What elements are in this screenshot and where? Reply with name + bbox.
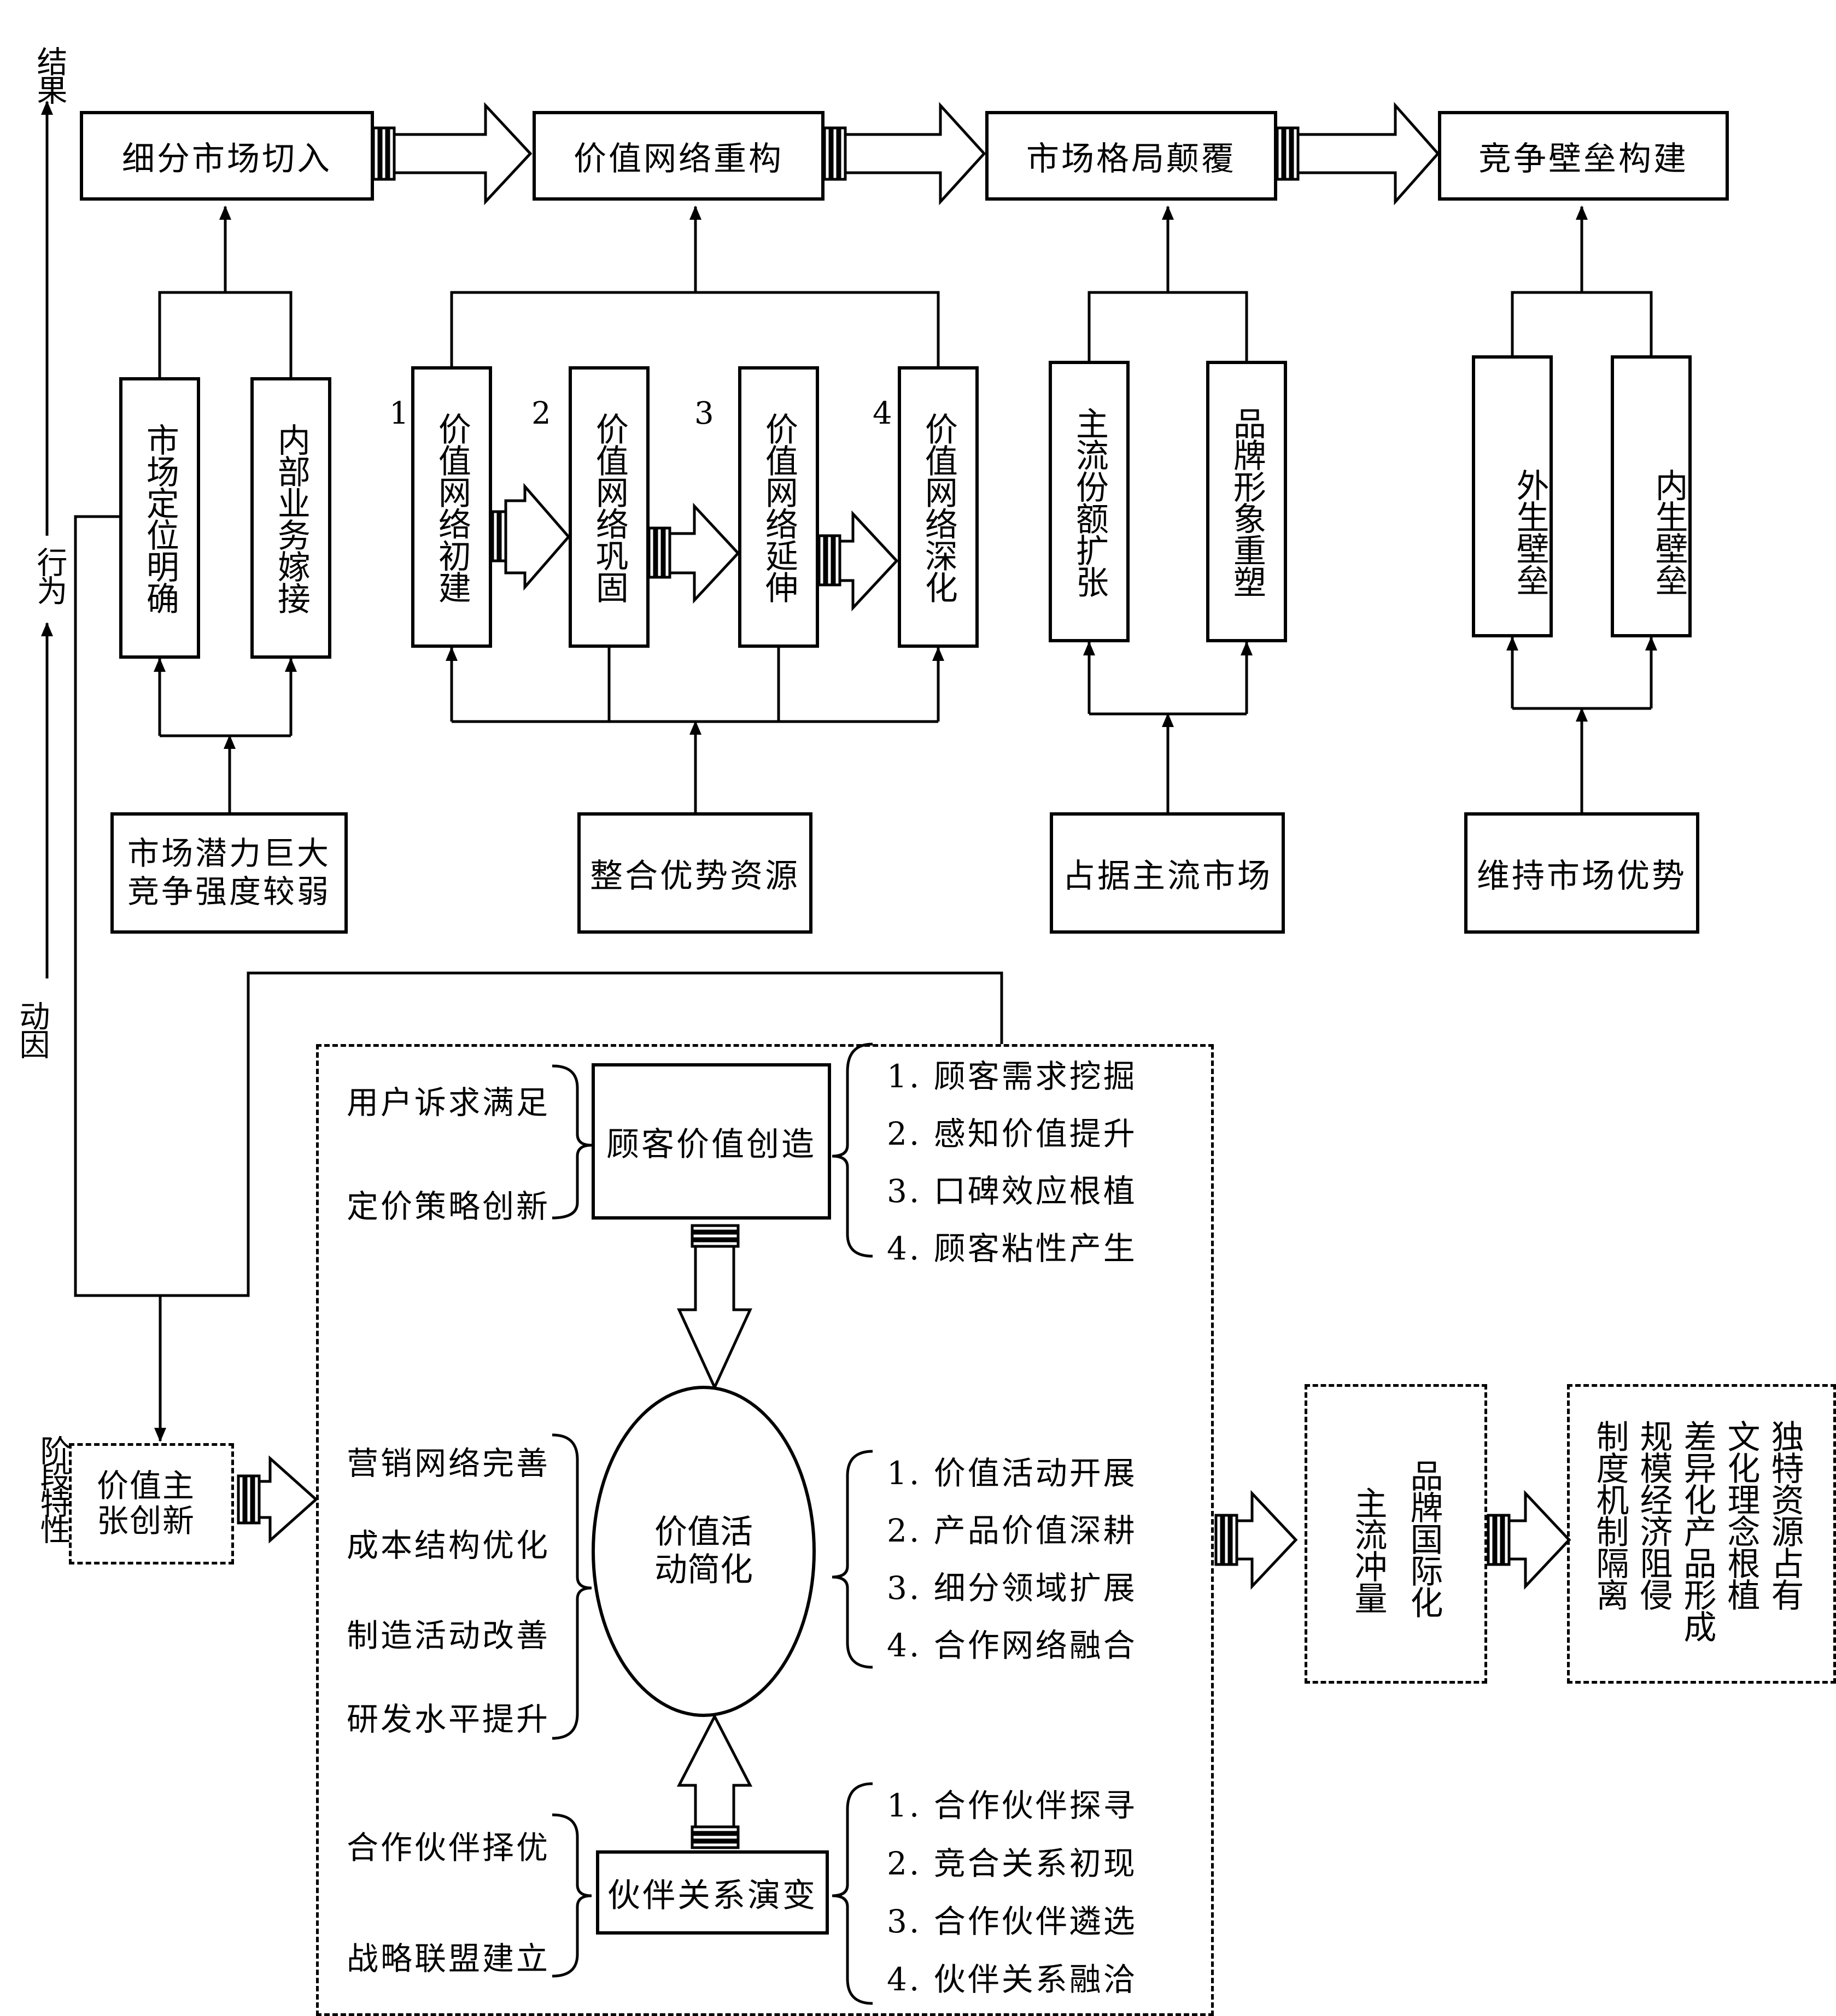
stage4-col-3: 差异化产品形成 bbox=[1678, 1420, 1716, 1642]
behavior-market-positioning: 市场定位明确 bbox=[119, 377, 200, 659]
stage4-col-4: 规模经济阻侵 bbox=[1634, 1420, 1673, 1610]
partner-left-item-2: 战略联盟建立 bbox=[347, 1940, 551, 1977]
stage-result-network-rebuild: 价值网络重构 bbox=[533, 111, 825, 201]
stage4-col-2: 文化理念根植 bbox=[1722, 1420, 1760, 1610]
activity-right-item-1: 1. 价值活动开展 bbox=[887, 1455, 1137, 1492]
step-number-3: 3 bbox=[694, 396, 714, 431]
step-number-1: 1 bbox=[389, 396, 409, 431]
block-arrow-2 bbox=[823, 102, 986, 206]
behavior-network-initial: 价值网络初建 bbox=[411, 366, 492, 648]
stage-result-market-disruption: 市场格局颠覆 bbox=[985, 111, 1277, 201]
axis-behavior-label: 行为 bbox=[32, 547, 67, 603]
driver-integrate-resources: 整合优势资源 bbox=[577, 812, 812, 934]
block-arrow-stage-3 bbox=[1487, 1490, 1571, 1590]
brace-partner-left bbox=[552, 1813, 592, 1978]
partner-right-item-3: 3. 合作伙伴遴选 bbox=[887, 1903, 1137, 1940]
stage3-col-1: 品牌国际化 bbox=[1405, 1459, 1443, 1618]
block-arrow-stage-1 bbox=[237, 1455, 318, 1544]
customer-left-item-2: 定价策略创新 bbox=[347, 1188, 551, 1225]
customer-right-item-2: 2. 感知价值提升 bbox=[887, 1115, 1137, 1152]
partner-right-item-1: 1. 合作伙伴探寻 bbox=[887, 1787, 1137, 1824]
block-arrow-3 bbox=[1276, 102, 1440, 206]
behavior-network-deepen: 价值网络深化 bbox=[898, 366, 979, 648]
stage-value-proposition-innovation: 价值主张创新 bbox=[69, 1443, 234, 1564]
brace-activity-right bbox=[832, 1450, 873, 1669]
activity-right-item-2: 2. 产品价值深耕 bbox=[887, 1512, 1137, 1549]
activity-right-item-4: 4. 合作网络融合 bbox=[887, 1627, 1137, 1664]
value-activity-line1: 价值活 bbox=[654, 1513, 753, 1551]
behavior-internal-barrier: 内生壁垒 bbox=[1611, 355, 1692, 637]
brace-partner-right bbox=[832, 1782, 873, 2005]
behavior-share-expansion: 主流份额扩张 bbox=[1049, 361, 1130, 642]
stage-brand-internationalization: 品牌国际化 主流冲量 bbox=[1305, 1384, 1487, 1684]
stage-value-proposition-text: 价值主张创新 bbox=[97, 1467, 196, 1539]
behavior-network-extend: 价值网络延伸 bbox=[738, 366, 819, 648]
activity-left-item-2: 成本结构优化 bbox=[347, 1527, 551, 1564]
driver-market-potential-line1: 市场潜力巨大 bbox=[127, 835, 331, 872]
brace-activity-left bbox=[552, 1433, 592, 1740]
partner-left-item-1: 合作伙伴择优 bbox=[347, 1829, 551, 1866]
driver-maintain-advantage: 维持市场优势 bbox=[1464, 812, 1699, 934]
axis-result-label: 结果 bbox=[32, 46, 67, 103]
behavior-network-consolidate: 价值网络巩固 bbox=[569, 366, 650, 648]
behavior-external-barrier: 外生壁垒 bbox=[1472, 355, 1553, 637]
partner-right-item-4: 4. 伙伴关系融洽 bbox=[887, 1961, 1137, 1998]
activity-left-item-3: 制造活动改善 bbox=[347, 1617, 551, 1654]
partner-right-item-2: 2. 竞合关系初现 bbox=[887, 1845, 1137, 1882]
customer-left-item-1: 用户诉求满足 bbox=[347, 1084, 551, 1121]
axis-driver-label: 动因 bbox=[14, 1000, 50, 1057]
block-arrow-net-1 bbox=[483, 483, 571, 591]
activity-right-item-3: 3. 细分领域扩展 bbox=[887, 1569, 1137, 1607]
behavior-brand-reshape: 品牌形象重塑 bbox=[1206, 361, 1287, 642]
step-number-2: 2 bbox=[531, 396, 551, 431]
value-activity-line2: 动简化 bbox=[654, 1551, 753, 1589]
core-mechanism-frame bbox=[316, 1044, 1214, 2016]
step-number-4: 4 bbox=[873, 396, 892, 431]
driver-mainstream-market: 占据主流市场 bbox=[1050, 812, 1285, 934]
customer-right-item-4: 4. 顾客粘性产生 bbox=[887, 1230, 1137, 1267]
stage-result-barrier-building: 竞争壁垒构建 bbox=[1438, 111, 1729, 201]
block-arrow-1 bbox=[372, 102, 533, 206]
stage4-col-5: 制度机制隔离 bbox=[1591, 1420, 1629, 1610]
stage-barrier-characteristics: 独特资源占有 文化理念根植 差异化产品形成 规模经济阻侵 制度机制隔离 bbox=[1567, 1384, 1836, 1684]
block-arrow-up bbox=[676, 1713, 753, 1849]
customer-value-creation-box: 顾客价值创造 bbox=[592, 1063, 831, 1220]
activity-left-item-4: 研发水平提升 bbox=[347, 1701, 551, 1738]
brace-customer-right bbox=[832, 1042, 873, 1258]
stage-result-segment-entry: 细分市场切入 bbox=[80, 111, 374, 201]
stage4-col-1: 独特资源占有 bbox=[1765, 1420, 1804, 1610]
customer-right-item-3: 3. 口碑效应根植 bbox=[887, 1173, 1137, 1210]
block-arrow-net-2 bbox=[647, 502, 740, 604]
partner-relationship-box: 伙伴关系演变 bbox=[596, 1850, 829, 1935]
value-activity-simplify-oval: 价值活 动简化 bbox=[592, 1386, 816, 1717]
customer-right-item-1: 1. 顾客需求挖掘 bbox=[887, 1058, 1137, 1095]
block-arrow-stage-2 bbox=[1214, 1490, 1298, 1590]
driver-market-potential: 市场潜力巨大 竞争强度较弱 bbox=[110, 812, 348, 934]
block-arrow-down bbox=[677, 1224, 752, 1391]
behavior-business-grafting: 内部业务嫁接 bbox=[250, 377, 331, 659]
driver-market-potential-line2: 竞争强度较弱 bbox=[127, 873, 331, 910]
stage3-col-2: 主流冲量 bbox=[1349, 1486, 1387, 1613]
axis-stage-label: 阶段特性 bbox=[35, 1435, 71, 1540]
block-arrow-net-3 bbox=[817, 510, 899, 612]
activity-left-item-1: 营销网络完善 bbox=[347, 1445, 551, 1482]
